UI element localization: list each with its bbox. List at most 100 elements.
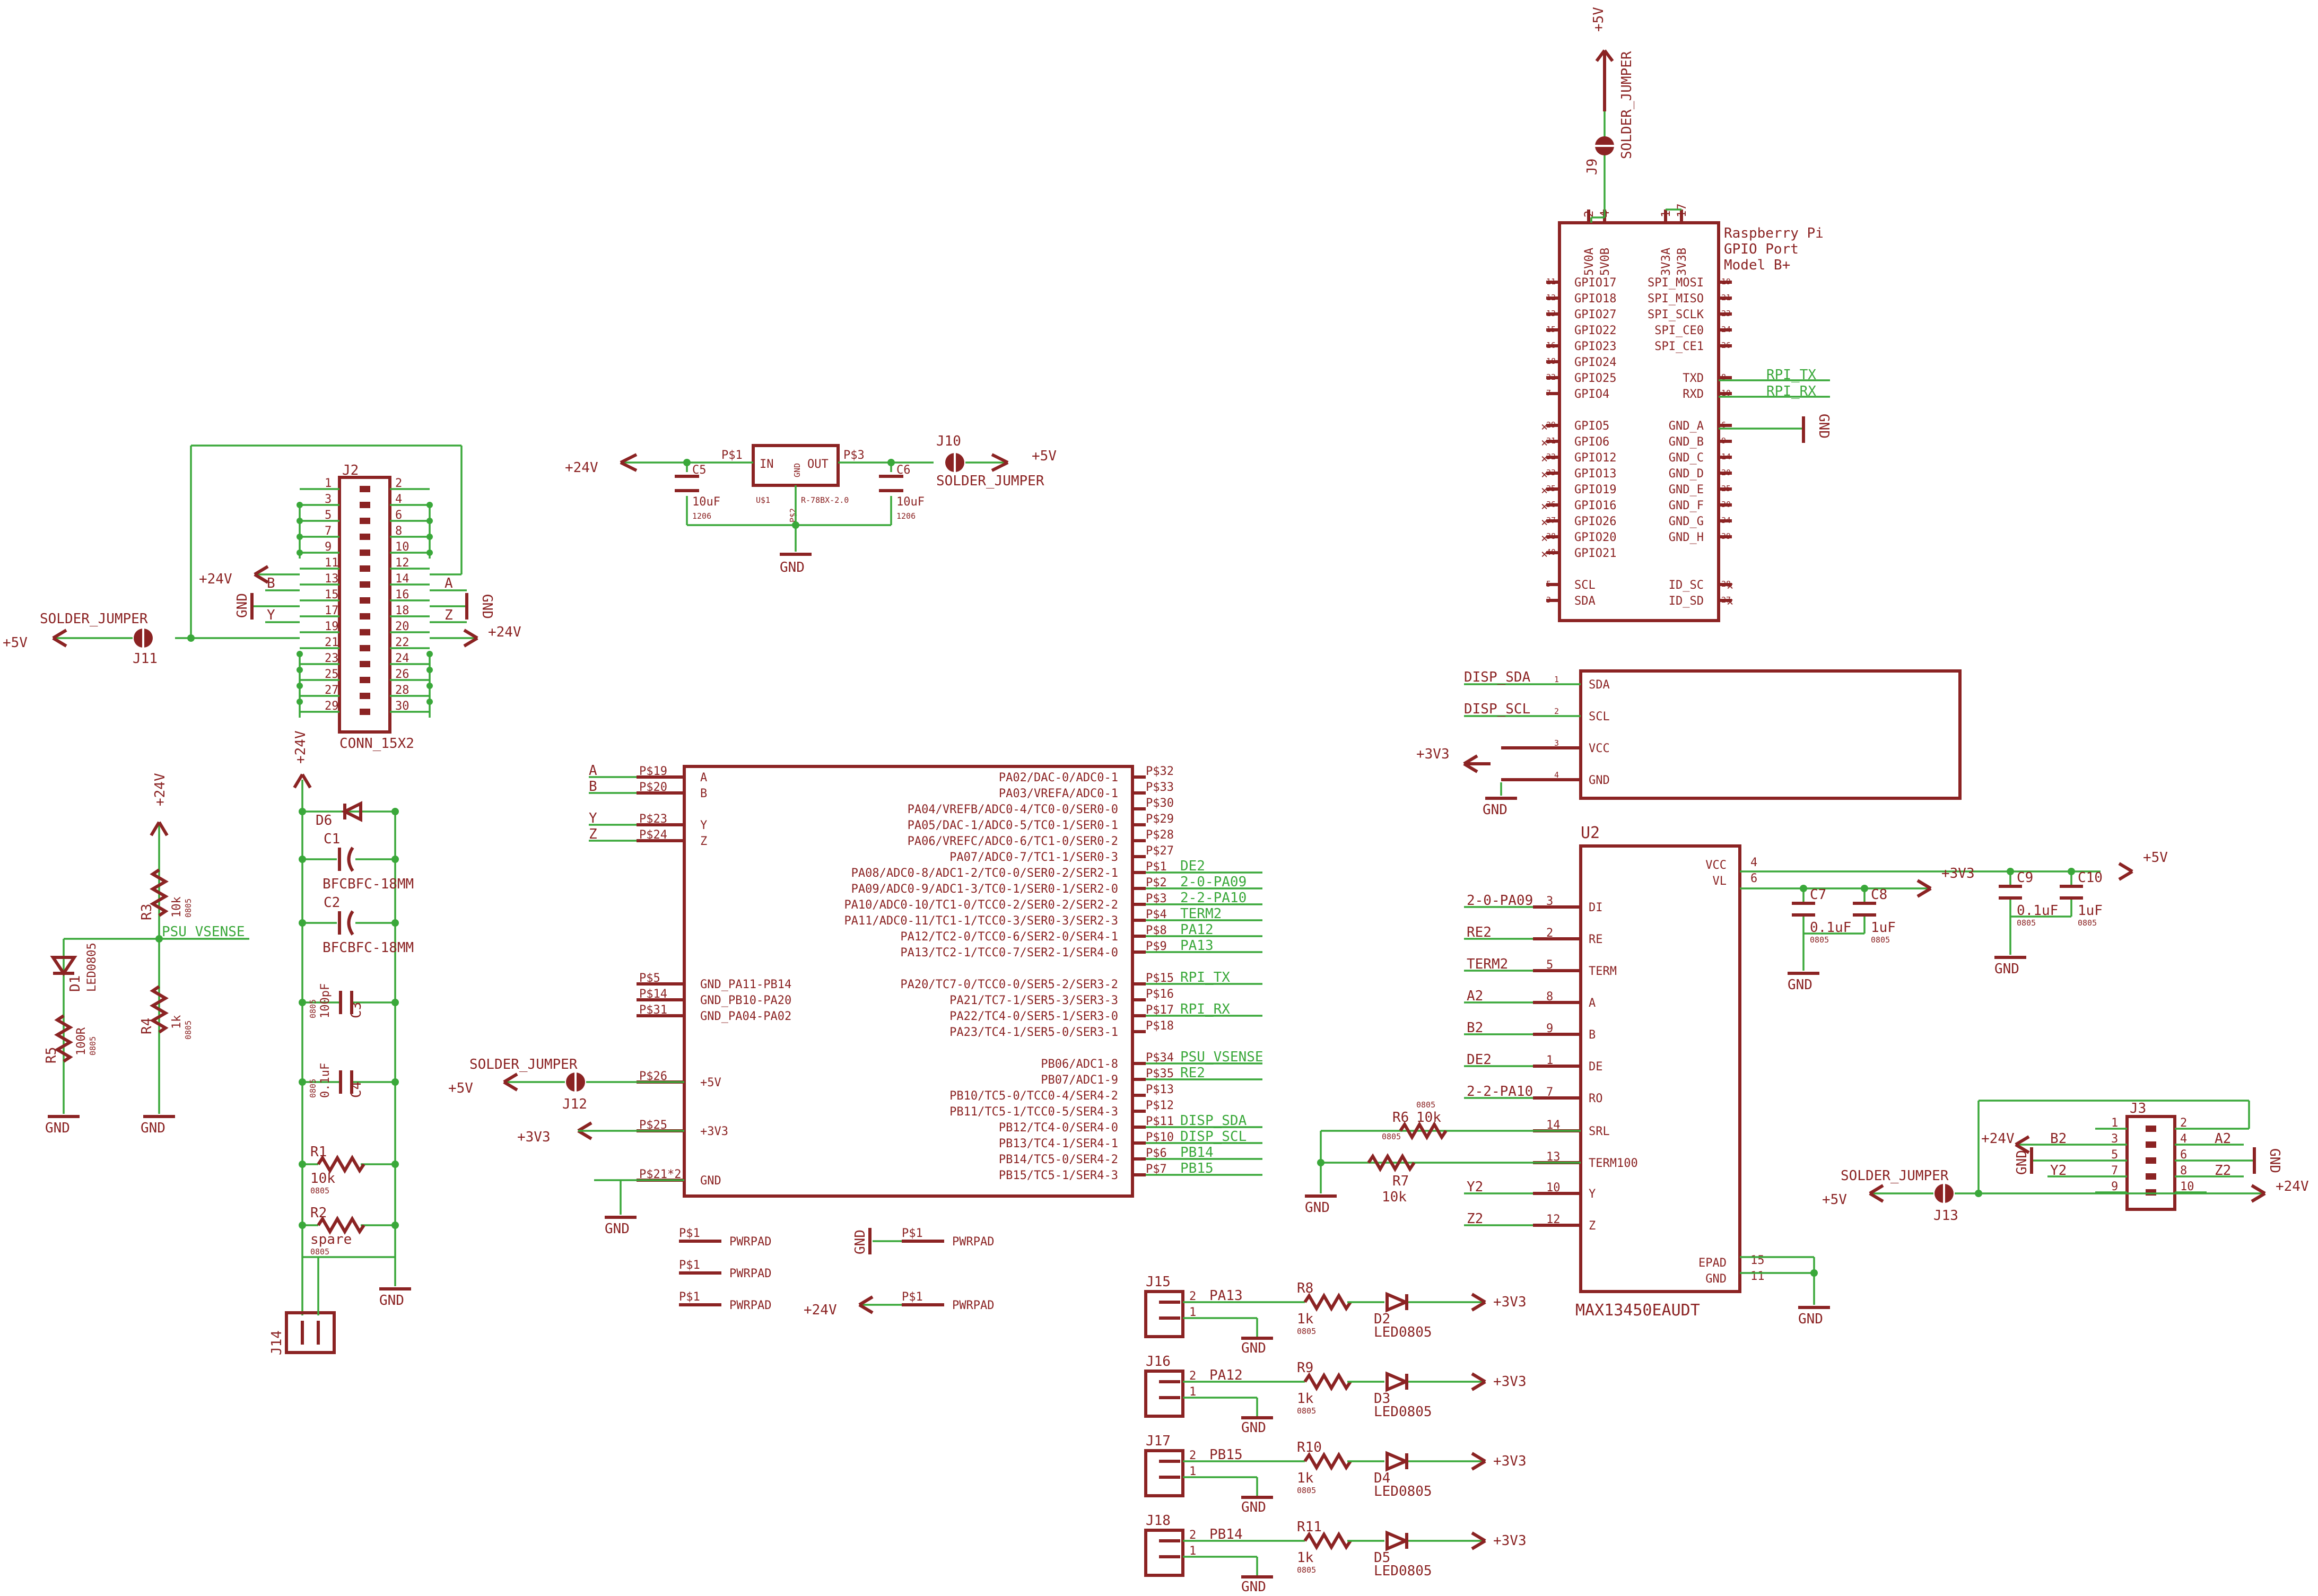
j14-ref: J14: [269, 1330, 285, 1355]
reg-gnd: GND: [792, 463, 802, 477]
d1-val: LED0805: [85, 943, 99, 992]
j2-ref: J2: [342, 463, 359, 478]
mcu-right-net: PA12: [1180, 922, 1214, 938]
no-connect-mark: ×: [1727, 580, 1733, 593]
mcu-right-pad: P$9: [1146, 940, 1167, 953]
display-net-sda: DISP_SDA: [1464, 669, 1531, 685]
rpi-right-pin: SPI_MOSI: [1648, 276, 1704, 290]
j11-value: SOLDER_JUMPER: [40, 611, 148, 627]
r3-val: 10k: [170, 896, 184, 918]
j3-ref: J3: [2130, 1101, 2146, 1117]
led-connector-body: [1144, 1290, 1184, 1338]
c5-val: 10uF: [692, 495, 720, 509]
mcu-left-pin: GND_PA11-PB14: [700, 978, 791, 991]
u2-left-net: DE2: [1467, 1052, 1492, 1068]
mcu-right-pin: PA12/TC2-0/TCC0-6/SER2-0/SER4-1: [900, 930, 1118, 944]
u2-left-net: A2: [1467, 988, 1483, 1004]
display-pin-num: 3: [1554, 738, 1559, 748]
mcu-right-net: 2-2-PA10: [1180, 890, 1247, 906]
resistor-body: [1303, 1531, 1352, 1550]
led-diode-ref: D2: [1374, 1311, 1390, 1327]
filter-cap-ref: C1: [324, 831, 340, 847]
led-diode-val: LED0805: [1374, 1484, 1432, 1499]
rpi-right-pin: GND_H: [1669, 531, 1704, 544]
filter-res-val: spare: [310, 1232, 352, 1248]
j2-pin-pad: [360, 518, 370, 524]
no-connect-mark: ×: [1541, 516, 1548, 529]
j3-pin-pad: [2146, 1141, 2156, 1148]
u2-left-pin: TERM100: [1589, 1157, 1638, 1170]
j12-solder-jumper: +5V SOLDER_JUMPER J12: [448, 1057, 684, 1112]
no-connect-mark: ×: [1541, 421, 1548, 434]
led-diode: [1385, 1371, 1410, 1392]
rpi-title-2: GPIO Port: [1724, 241, 1799, 257]
j2-right-num: 16: [395, 588, 409, 601]
junction-dot: [426, 699, 433, 705]
j2-left-num: 27: [325, 684, 339, 697]
j2-pin-pad: [360, 597, 370, 604]
cap-ref: C8: [1871, 887, 1887, 903]
u2-left-net: Z2: [1467, 1211, 1483, 1227]
j2-right-num: 30: [395, 700, 409, 713]
no-connect-mark: ×: [1727, 596, 1733, 609]
mcu-right-pin: PA23/TC4-1/SER5-0/SER3-1: [949, 1026, 1118, 1039]
mcu-right-pad: P$17: [1146, 1004, 1174, 1017]
j2-left-num: 15: [325, 588, 339, 601]
rpi-right-pin: GND_C: [1669, 451, 1704, 465]
u2-left-num: 2: [1546, 927, 1553, 940]
cap-ref: C9: [2017, 870, 2033, 886]
u2-left-pin: Z: [1589, 1219, 1596, 1233]
rpi-left-pin: GPIO26: [1574, 515, 1616, 528]
junction-dot: [2007, 868, 2014, 875]
j2-pin-pad: [360, 565, 370, 572]
mcu-right-pin: PA10/ADC0-10/TC1-0/TCC0-2/SER0-2/SER2-2: [844, 899, 1118, 912]
led-resistor-val: 1k: [1297, 1391, 1314, 1407]
j2-right-num: 14: [395, 572, 409, 586]
rpi-left-pin: GPIO6: [1574, 435, 1609, 449]
mcu-left-pin: +5V: [700, 1076, 721, 1089]
u2-left-num: 5: [1546, 958, 1553, 972]
filter-res-val: 10k: [310, 1171, 335, 1187]
j3-left-num: 3: [2111, 1132, 2118, 1146]
wire-segment: [1471, 1372, 1486, 1383]
j2-left-num: 25: [325, 668, 339, 681]
j13-solder-jumper: +5V SOLDER_JUMPER J13: [1822, 1168, 1979, 1224]
r6-pkg: 0805: [1416, 1100, 1435, 1110]
mcu-left-net: B: [589, 779, 597, 795]
mcu-right-pad: P$11: [1146, 1115, 1174, 1128]
rpi-right-pin: ID_SD: [1669, 595, 1704, 608]
mcu-right-net: DE2: [1180, 858, 1205, 874]
rpi-tx-net: RPI_TX: [1766, 367, 1816, 383]
junction-dot: [299, 1078, 306, 1086]
mcu-right-pin: PB07/ADC1-9: [1041, 1074, 1118, 1087]
junction-dot: [297, 667, 303, 673]
junction-dot: [299, 919, 306, 927]
u2-right-num: 6: [1750, 872, 1757, 885]
led-resistor-pkg: 0805: [1297, 1486, 1316, 1495]
j2-left-num: 19: [325, 620, 339, 633]
j2-pin-pad: [360, 629, 370, 635]
j2-gnd-left: GND: [234, 593, 250, 618]
u2-value: MAX13450EAUDT: [1575, 1301, 1700, 1320]
mcu-left-pin: GND: [700, 1174, 721, 1188]
junction-dot: [299, 856, 306, 863]
junction-dot: [391, 856, 399, 863]
rpi-left-pin: GPIO25: [1574, 372, 1616, 385]
psu-sense-circuit: +24V R3 10k 0805 PSU_VSENSE R4 1k 0805 G…: [43, 773, 249, 1136]
j10-value: SOLDER_JUMPER: [936, 473, 1044, 489]
wire-segment: [1471, 1531, 1486, 1542]
mcu-right-pad: P$10: [1146, 1131, 1174, 1144]
led-pin1: 1: [1189, 1465, 1196, 1478]
j2-pin-pad: [360, 693, 370, 699]
mcu-right-pin: PA06/VREFC/ADC0-6/TC1-0/SER0-2: [908, 835, 1118, 848]
r4-gnd: GND: [141, 1120, 165, 1136]
u2-left-num: 7: [1546, 1086, 1553, 1099]
c5-ref: C5: [692, 464, 707, 477]
mcu-left-net: Y: [589, 810, 597, 826]
j3-left-num: 1: [2111, 1117, 2118, 1130]
j3-pin-pad: [2146, 1126, 2156, 1132]
j10-solder-jumper: J10 SOLDER_JUMPER +5V: [936, 433, 1057, 489]
rpi-right-pin: TXD: [1683, 372, 1704, 385]
